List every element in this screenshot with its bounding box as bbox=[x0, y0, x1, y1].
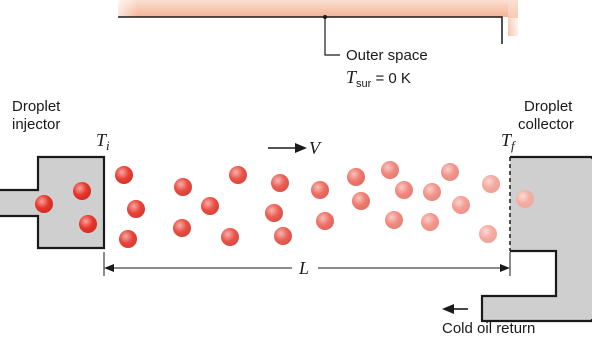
droplet bbox=[265, 204, 283, 222]
droplet bbox=[221, 228, 239, 246]
droplet bbox=[127, 200, 145, 218]
droplet bbox=[115, 166, 133, 184]
droplet bbox=[479, 225, 497, 243]
outer-space-band bbox=[108, 0, 521, 44]
outer-space-leader bbox=[324, 17, 340, 56]
droplet-stream bbox=[35, 161, 534, 248]
droplet bbox=[423, 183, 441, 201]
t-sur-label: Tsur = 0 K bbox=[346, 67, 411, 90]
droplet bbox=[395, 181, 413, 199]
droplet bbox=[73, 182, 91, 200]
droplet bbox=[201, 197, 219, 215]
droplet bbox=[352, 192, 370, 210]
injector-label-line2: injector bbox=[12, 116, 60, 133]
droplet bbox=[316, 212, 334, 230]
droplet bbox=[441, 163, 459, 181]
collector-label-line1: Droplet bbox=[524, 98, 573, 115]
droplet bbox=[516, 190, 534, 208]
droplet bbox=[385, 211, 403, 229]
oil-return-label: Cold oil return bbox=[442, 320, 535, 337]
t-i-label: Ti bbox=[96, 130, 110, 153]
droplet bbox=[421, 213, 439, 231]
droplet bbox=[381, 161, 399, 179]
droplet bbox=[229, 166, 247, 184]
outer-space-label: Outer space bbox=[346, 47, 428, 64]
droplet bbox=[274, 227, 292, 245]
length-label: L bbox=[298, 258, 309, 278]
droplet bbox=[311, 181, 329, 199]
droplet bbox=[452, 196, 470, 214]
velocity-label: V bbox=[309, 138, 322, 158]
droplet-collector bbox=[480, 155, 592, 323]
droplet bbox=[174, 178, 192, 196]
t-f-label: Tf bbox=[501, 130, 517, 153]
droplet bbox=[35, 195, 53, 213]
length-dimension bbox=[103, 252, 511, 276]
droplet bbox=[119, 230, 137, 248]
velocity-arrow bbox=[268, 143, 307, 153]
droplet bbox=[271, 174, 289, 192]
droplet bbox=[347, 168, 365, 186]
injector-label-line1: Droplet bbox=[12, 98, 61, 115]
collector-label-line2: collector bbox=[518, 116, 574, 133]
droplet bbox=[79, 215, 97, 233]
droplet bbox=[173, 219, 191, 237]
droplet bbox=[482, 175, 500, 193]
oil-return-arrow bbox=[442, 304, 468, 314]
